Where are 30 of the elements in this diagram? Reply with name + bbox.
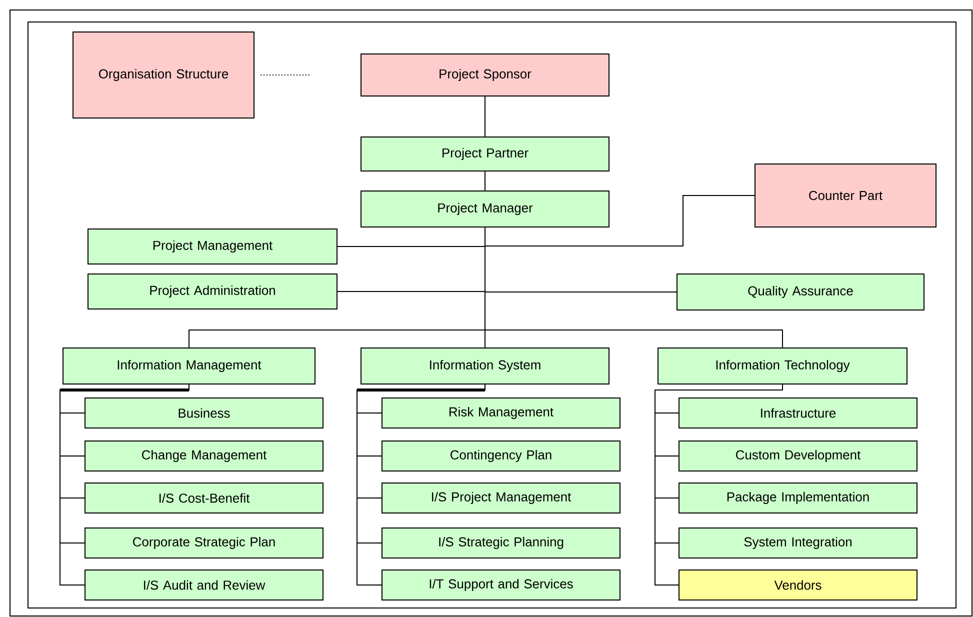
org-box: Counter Part — [754, 164, 936, 228]
connector-line — [484, 96, 486, 137]
org-box: Information System — [360, 348, 610, 384]
org-box: Project Manager — [360, 190, 610, 228]
org-box: Custom Development — [678, 440, 918, 472]
org-box: I/S Strategic Planning — [382, 528, 620, 558]
org-box: Quality Assurance — [676, 274, 924, 310]
org-box: Information Technology — [658, 348, 908, 384]
org-box: Business — [84, 398, 324, 428]
org-box: Risk Management — [382, 398, 620, 428]
org-box: System Integration — [678, 528, 918, 558]
org-box: Package Implementation — [678, 482, 918, 514]
org-box: Project Administration — [88, 274, 338, 310]
org-box: I/S Cost-Benefit — [84, 482, 324, 514]
org-box: I/T Support and Services — [382, 570, 620, 600]
connector-line — [484, 171, 486, 191]
org-box: Vendors — [678, 570, 918, 600]
org-box: I/S Audit and Review — [84, 570, 324, 600]
org-box: Change Management — [84, 440, 324, 472]
org-box: Infrastructure — [678, 398, 918, 428]
org-box: Project Partner — [360, 136, 610, 172]
org-box: Contingency Plan — [382, 440, 620, 472]
org-box: Information Management — [62, 348, 316, 384]
connector-line — [484, 195, 755, 246]
org-box: I/S Project Management — [382, 482, 620, 514]
org-box: Organisation Structure — [72, 32, 254, 118]
org-box: Corporate Strategic Plan — [84, 528, 324, 558]
connector-line — [260, 74, 311, 76]
org-box: Project Sponsor — [360, 54, 610, 96]
org-box: Project Management — [88, 228, 338, 264]
